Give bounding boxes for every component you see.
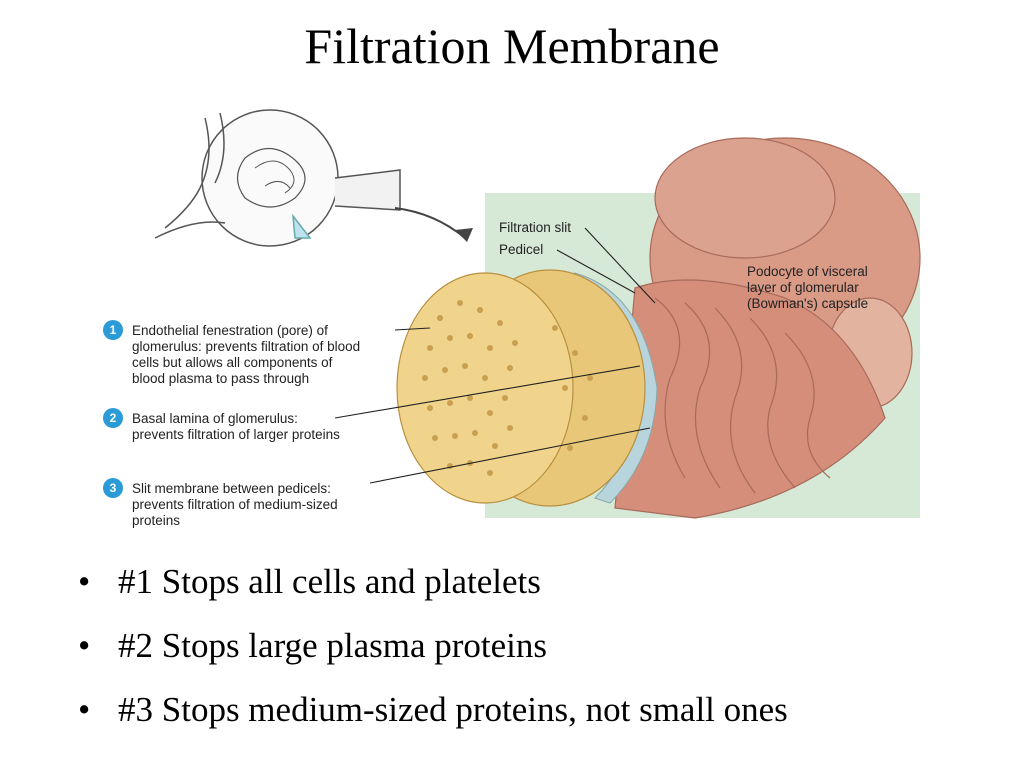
leader-lines (334, 227, 656, 484)
glomerulus-sketch (154, 109, 473, 247)
endothelial-pores (422, 300, 593, 476)
bullet-dot: • (78, 626, 91, 665)
bullet-list: •#1 Stops all cells and platelets •#2 St… (78, 560, 788, 752)
endothelium (396, 269, 646, 507)
filtration-slit-label: Filtration slit (499, 220, 572, 235)
diagram-artwork (154, 109, 921, 519)
podocyte-label: Podocyte of visceral layer of glomerular… (747, 264, 869, 311)
filtration-membrane-diagram: Filtration slit Pedicel Podocyte of visc… (95, 98, 930, 538)
bullet-item: •#3 Stops medium-sized proteins, not sma… (78, 688, 788, 752)
item-1-text: Endothelial fenestration (pore) of glome… (132, 323, 361, 386)
item-1-badge: 1 (103, 320, 123, 340)
bullet-item: •#1 Stops all cells and platelets (78, 560, 788, 624)
bullet-dot: • (78, 690, 91, 729)
bullet-item: •#2 Stops large plasma proteins (78, 624, 788, 688)
item-2-badge: 2 (103, 408, 123, 428)
item-3-text: Slit membrane between pedicels: prevents… (132, 481, 338, 528)
pedicel-label: Pedicel (499, 242, 544, 257)
slide-title: Filtration Membrane (304, 18, 720, 74)
bullet-dot: • (78, 562, 91, 601)
item-2-text: Basal lamina of glomerulus: prevents fil… (132, 411, 340, 442)
podocyte (614, 137, 921, 519)
item-3-badge: 3 (103, 478, 123, 498)
